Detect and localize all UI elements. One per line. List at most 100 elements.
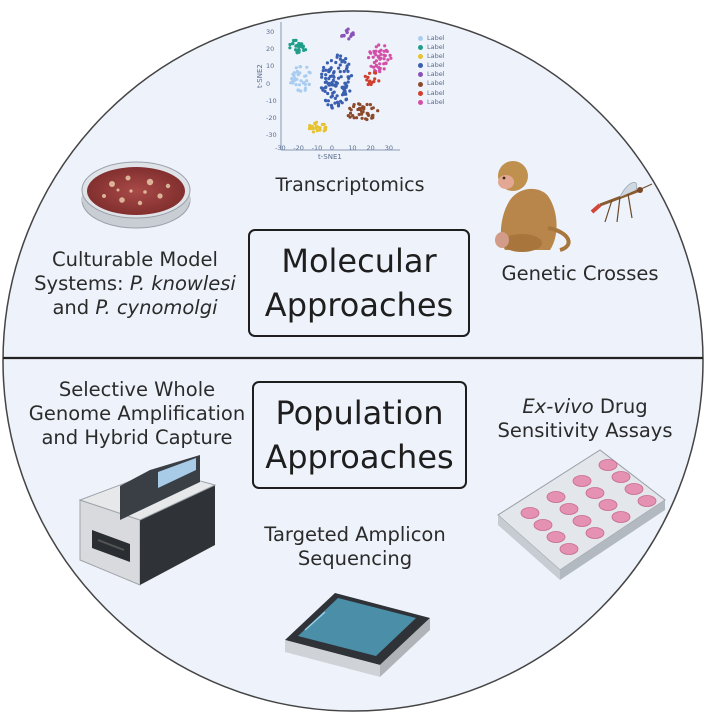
legend-swatch: [418, 63, 423, 69]
tsne-point: [365, 102, 369, 107]
tsne-point: [357, 112, 361, 117]
tsne-point: [369, 82, 373, 87]
tsne-point: [320, 72, 324, 76]
tsne-point: [338, 70, 342, 74]
tsne-point: [347, 37, 351, 41]
tsne-point: [330, 74, 334, 78]
tsne-point: [383, 54, 387, 58]
tsne-point: [340, 34, 344, 38]
tsne-point: [291, 41, 295, 46]
tsne-point: [340, 93, 345, 97]
tsne-point: [339, 75, 343, 79]
tsne-point: [327, 83, 331, 87]
tsne-point: [368, 71, 372, 75]
legend-label: Label: [427, 79, 445, 88]
tsne-point: [325, 61, 329, 65]
population-approaches-box: Population Approaches: [252, 381, 467, 489]
tsne-legend-item: Label: [418, 70, 445, 79]
tsne-point: [340, 85, 344, 89]
tsne-point: [345, 30, 349, 34]
tsne-point: [326, 99, 330, 103]
tsne-point: [305, 79, 309, 83]
tsne-point: [364, 117, 368, 121]
tsne-point: [377, 79, 381, 83]
tsne-point: [335, 94, 339, 98]
tsne-point: [355, 116, 359, 120]
tsne-legend-item: Label: [418, 43, 445, 52]
tsne-point: [371, 55, 375, 59]
molecular-approaches-box: Molecular Approaches: [248, 229, 470, 337]
tsne-point: [372, 60, 376, 65]
tsne-point: [311, 130, 316, 134]
plate-well: [533, 519, 553, 531]
tsne-point: [349, 108, 353, 112]
plate-well: [546, 491, 566, 503]
tsne-point: [377, 50, 381, 54]
well-plate-icon: [497, 449, 666, 580]
tsne-point: [301, 81, 305, 85]
plate-well: [585, 487, 605, 499]
plate-well: [572, 515, 592, 527]
tsne-y-tick: -10: [266, 96, 277, 105]
plate-well: [598, 459, 618, 471]
tsne-point: [329, 103, 334, 107]
tsne-point: [379, 52, 383, 57]
tsne-point: [338, 63, 342, 67]
plate-well: [546, 531, 566, 543]
tsne-point: [370, 116, 374, 120]
tsne-point: [335, 53, 339, 57]
tsne-point: [374, 53, 378, 57]
tsne-point: [288, 46, 292, 50]
tsne-point: [346, 69, 350, 73]
tsne-point: [335, 81, 339, 85]
tsne-point: [388, 53, 392, 58]
tsne-point: [323, 89, 327, 93]
tsne-point: [340, 101, 344, 105]
label-culturable-systems: Culturable Model Systems: P. knowlesi an…: [34, 248, 236, 319]
tsne-point: [352, 116, 356, 120]
tsne-point: [384, 61, 388, 65]
tsne-point: [382, 62, 386, 66]
tsne-point: [374, 49, 378, 53]
tsne-y-tick: 20: [266, 45, 275, 54]
macaque-icon: [495, 161, 571, 252]
tsne-point: [295, 69, 299, 74]
tsne-point: [333, 96, 337, 100]
tsne-point: [344, 97, 348, 101]
tsne-point: [346, 114, 350, 118]
tsne-point: [337, 76, 341, 80]
tsne-point: [303, 86, 308, 90]
tsne-point: [289, 81, 293, 85]
tsne-point: [345, 65, 349, 69]
tsne-point: [297, 88, 301, 92]
tsne-point: [338, 57, 342, 61]
tsne-point: [332, 90, 336, 94]
tsne-point: [369, 64, 373, 68]
tsne-point: [324, 85, 328, 89]
tsne-point: [315, 129, 319, 133]
tsne-point: [367, 80, 371, 84]
plate-well: [559, 543, 579, 555]
tsne-x-tick: -10: [311, 144, 323, 152]
tsne-point: [377, 56, 382, 60]
tsne-point: [386, 58, 390, 62]
tsne-point: [374, 45, 378, 49]
tsne-point: [366, 75, 370, 79]
tsne-point: [360, 116, 364, 120]
tsne-x-tick: -20: [293, 144, 304, 152]
tsne-point: [367, 56, 371, 60]
tsne-point: [349, 74, 354, 78]
tsne-point: [308, 125, 313, 129]
tsne-point: [374, 63, 378, 67]
tsne-y-tick: 30: [266, 28, 275, 36]
tsne-x-tick: 20: [366, 144, 375, 152]
tsne-point: [323, 80, 327, 84]
tsne-legend-item: Label: [418, 61, 445, 70]
legend-swatch: [418, 99, 423, 105]
plate-well: [598, 499, 618, 511]
tsne-point: [302, 48, 306, 53]
tsne-point: [291, 38, 296, 43]
legend-swatch: [418, 81, 423, 87]
